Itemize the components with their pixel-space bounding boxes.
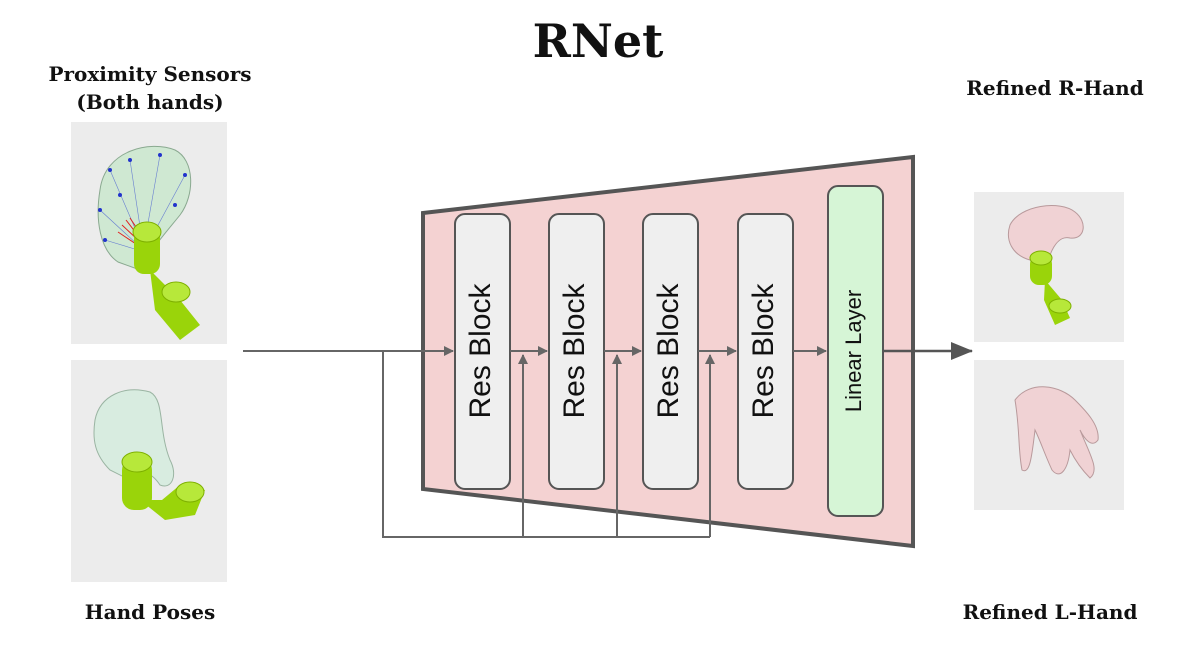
diagram-title: RNet	[532, 14, 664, 68]
res-block-4-label: Res Block	[747, 282, 780, 418]
sensors-label-line2: (Both hands)	[76, 90, 224, 114]
refined-left-label: Refined L-Hand	[962, 600, 1138, 624]
refined-left-hand-panel	[974, 360, 1124, 510]
res-block-2: Res Block	[548, 213, 605, 490]
skip-connections	[382, 351, 715, 538]
res-block-3-label: Res Block	[652, 282, 685, 418]
hand-poses-panel	[71, 360, 227, 582]
linear-layer-block: Linear Layer	[827, 185, 884, 517]
res-block-3: Res Block	[642, 213, 699, 490]
res-block-2-label: Res Block	[558, 282, 591, 418]
linear-layer-label: Linear Layer	[841, 290, 866, 412]
proximity-sensors-panel	[71, 122, 227, 344]
hand-poses-label: Hand Poses	[84, 600, 216, 624]
res-block-1: Res Block	[454, 213, 511, 490]
res-block-1-label: Res Block	[464, 282, 497, 418]
res-block-4: Res Block	[737, 213, 794, 490]
sensors-label-line1: Proximity Sensors	[48, 62, 252, 86]
refined-right-label: Refined R-Hand	[966, 76, 1144, 100]
sensors-label: Proximity Sensors (Both hands)	[20, 60, 280, 116]
refined-right-hand-panel	[974, 192, 1124, 342]
